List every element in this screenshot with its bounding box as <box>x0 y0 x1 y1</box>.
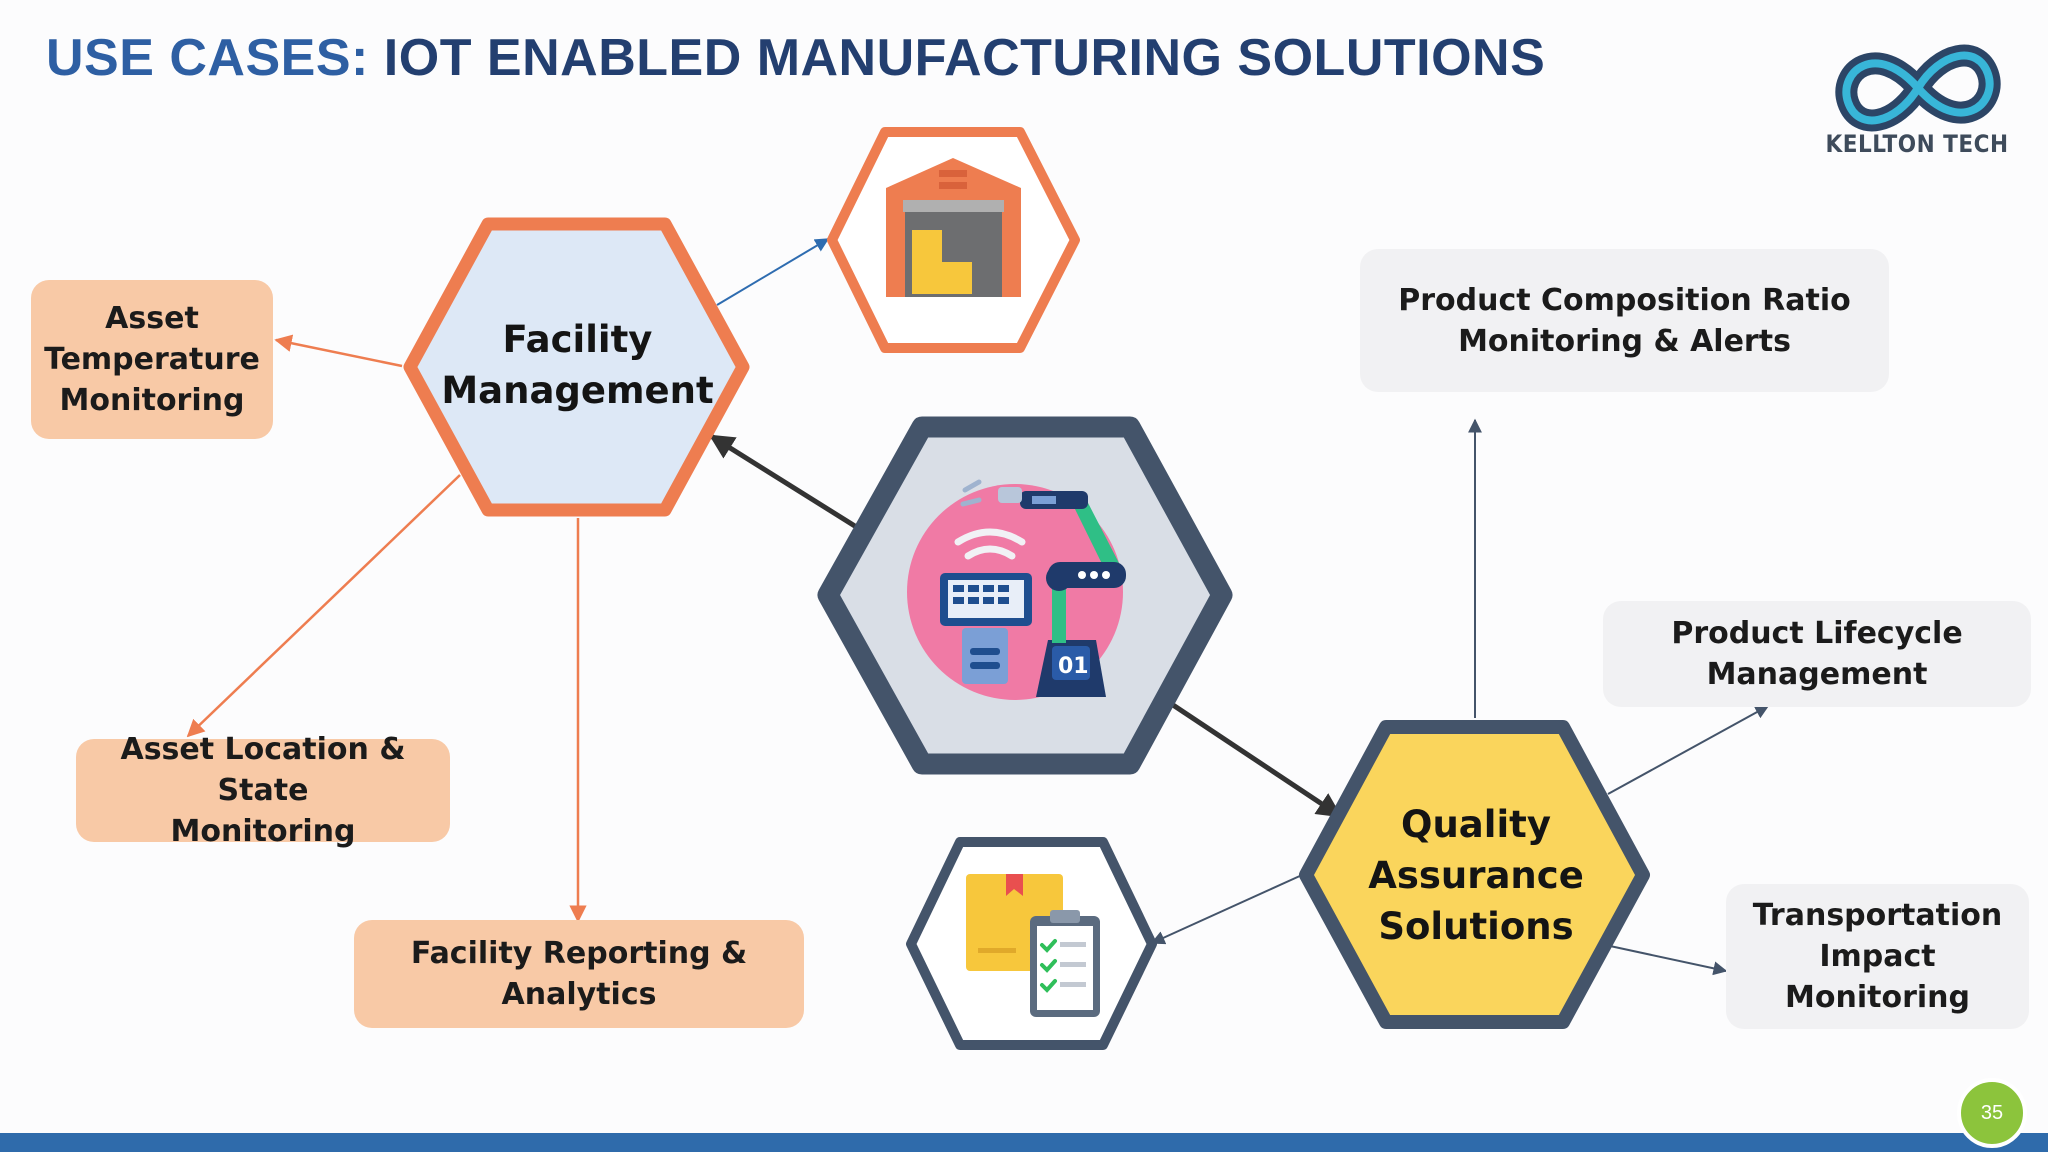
facility-reporting-box: Facility Reporting & Analytics <box>354 920 804 1028</box>
package-checklist-icon <box>966 874 1100 1017</box>
product-lifecycle-box: Product Lifecycle Management <box>1603 601 2031 707</box>
infinity-logo-icon <box>1835 44 2001 132</box>
asset-temperature-label: Asset Temperature Monitoring <box>44 301 260 418</box>
warehouse-icon <box>886 158 1021 297</box>
facility-hexagon <box>403 217 750 517</box>
arrow-center-to-facility <box>708 433 860 531</box>
page-title: USE CASES: IOT ENABLED MANUFACTURING SOL… <box>46 28 1545 88</box>
facility-reporting-label: Facility Reporting & Analytics <box>410 936 748 1012</box>
title-main: IOT ENABLED MANUFACTURING SOLUTIONS <box>383 29 1546 87</box>
arrow-to-product-lifecycle <box>1607 705 1770 795</box>
arrow-to-asset-temperature <box>274 334 403 368</box>
asset-location-box: Asset Location & State Monitoring <box>76 732 450 849</box>
page-number: 35 <box>1957 1078 2027 1148</box>
product-composition-label: Product Composition Ratio Monitoring & A… <box>1398 282 1851 359</box>
arrow-to-checklist <box>1150 874 1303 945</box>
transportation-label: Transportation Impact Monitoring <box>1752 898 2003 1015</box>
asset-temperature-box: Asset Temperature Monitoring <box>31 280 273 439</box>
arrow-to-asset-location <box>186 474 461 738</box>
asset-location-label: Asset Location & State Monitoring <box>120 732 406 849</box>
product-composition-box: Product Composition Ratio Monitoring & A… <box>1360 249 1889 392</box>
product-lifecycle-label: Product Lifecycle Management <box>1671 616 1963 692</box>
quality-hexagon <box>1299 720 1650 1029</box>
arrow-to-warehouse <box>716 238 830 306</box>
transportation-box: Transportation Impact Monitoring <box>1726 884 2029 1029</box>
title-prefix: USE CASES: <box>46 29 369 87</box>
quality-assurance-label: Quality Assurance Solutions <box>1368 802 1584 948</box>
iot-robot-arm-icon: 01 <box>907 479 1126 700</box>
arrow-to-transportation <box>1609 945 1728 976</box>
facility-management-label: Facility Management <box>441 318 714 412</box>
arrow-center-to-quality <box>1168 700 1343 819</box>
logo-text: KELLTON TECH <box>1825 130 2009 158</box>
svg-text:01: 01 <box>1058 654 1089 679</box>
footer-bar <box>0 1133 2048 1152</box>
